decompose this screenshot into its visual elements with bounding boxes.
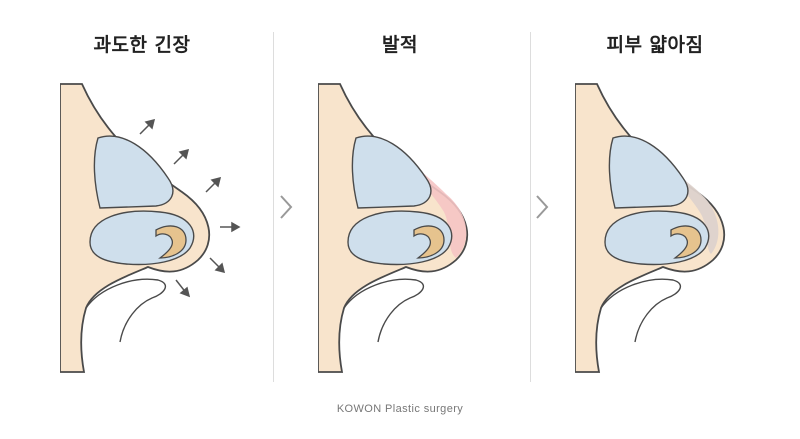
tension-arrow-icon xyxy=(139,118,241,298)
nose-diagram-tension xyxy=(60,83,241,373)
upper-lateral-cartilage xyxy=(608,135,689,209)
divider-left xyxy=(273,32,274,382)
upper-lateral-cartilage xyxy=(351,135,432,209)
nostril-curve xyxy=(600,278,682,343)
chevron-right-icon xyxy=(536,195,549,219)
alar-rim-cartilage xyxy=(413,225,445,259)
alar-rim-cartilage xyxy=(155,225,187,259)
nostril-curve xyxy=(85,278,167,343)
chevron-right-icon xyxy=(280,195,293,219)
nostril-curve xyxy=(343,278,425,343)
panel-title-tension: 과도한 긴장 xyxy=(93,34,191,56)
alar-rim-cartilage xyxy=(670,225,702,259)
thinning-area xyxy=(665,164,719,254)
nose-diagram-thinning xyxy=(575,83,726,373)
footer-brand: KOWON Plastic surgery xyxy=(336,403,464,415)
panel-title-thinning: 피부 얇아짐 xyxy=(606,34,704,56)
upper-lateral-cartilage xyxy=(93,135,174,209)
divider-right xyxy=(530,32,531,382)
panel-title-redness: 발적 xyxy=(382,34,418,56)
nose-diagram-redness xyxy=(318,83,469,373)
